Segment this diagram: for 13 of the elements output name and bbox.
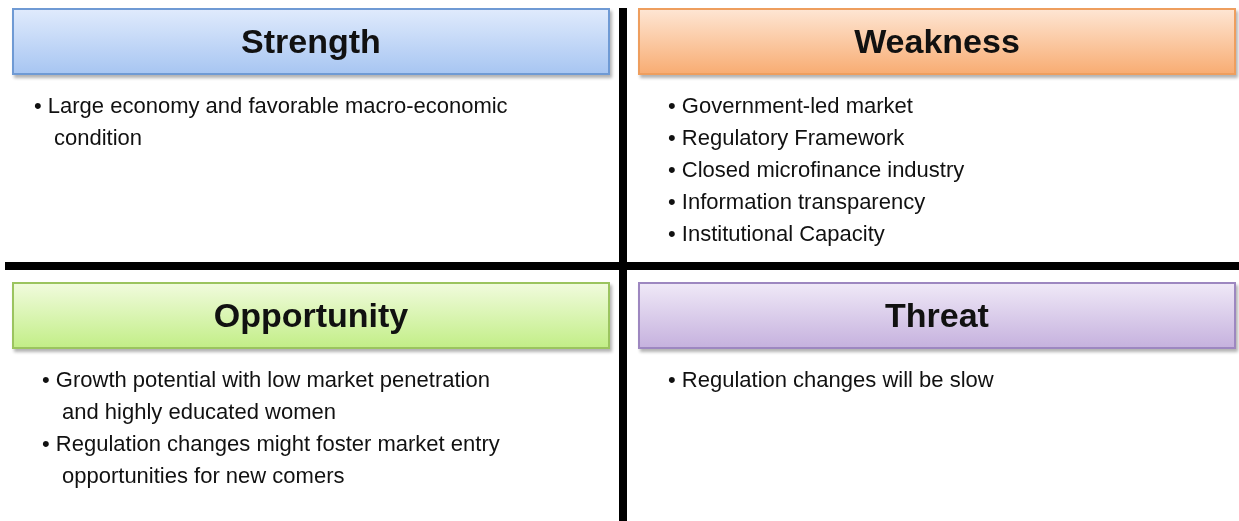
bullet-item: • Growth potential with low market penetration and highly educated women bbox=[42, 366, 491, 426]
header-box: Weakness bbox=[638, 8, 1236, 75]
bullet-item: • Institutional Capacity bbox=[668, 220, 886, 248]
bullet-item: • Regulatory Framework bbox=[668, 124, 906, 152]
bullet-item: • Regulation changes might foster market entry opportunities for new comers bbox=[42, 430, 501, 490]
bullet-item: • Information transparency bbox=[668, 188, 927, 216]
header-box: Opportunity bbox=[12, 282, 610, 349]
bullet-item: • Regulation changes will be slow bbox=[668, 366, 995, 394]
bullet-item: • Closed microfinance industry bbox=[668, 156, 966, 184]
header-box: Strength bbox=[12, 8, 610, 75]
bullet-item: • Large economy and favorable macro-economic condition bbox=[34, 92, 509, 152]
header-box: Threat bbox=[638, 282, 1236, 349]
bullet-item: • Government-led market bbox=[668, 92, 914, 120]
